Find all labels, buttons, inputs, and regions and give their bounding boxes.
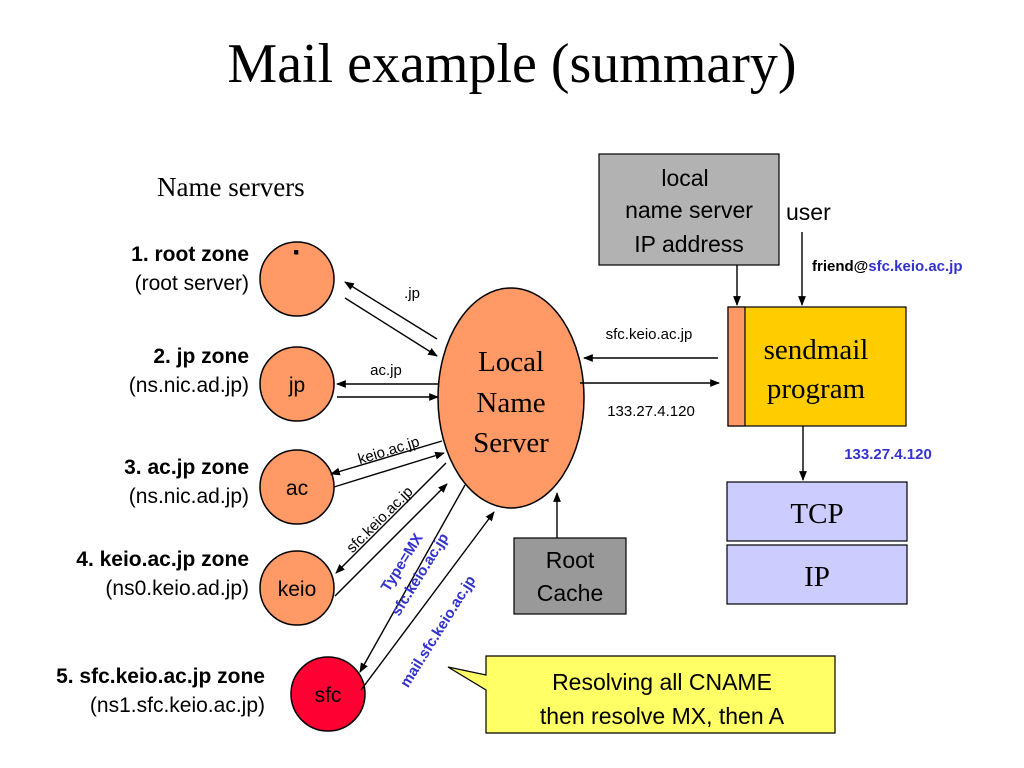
user-address-local: friend@ (812, 258, 868, 275)
arrow-lns-to-ac (330, 440, 443, 476)
lns-line-1: Local (478, 346, 544, 378)
arrow-root-to-lns (344, 297, 438, 357)
root-cache: Root Cache (513, 537, 627, 615)
local-ns-ip-rect (598, 153, 780, 266)
node-keio-label: keio (278, 578, 317, 601)
name-servers-heading: Name servers (157, 172, 305, 202)
zone-label-keio: 4. keio.ac.jp zone (ns0.keio.ad.jp) (76, 545, 249, 603)
label-root-referral: .jp (404, 285, 420, 302)
root-cache-line-2: Cache (537, 580, 603, 606)
node-jp-circle (259, 346, 335, 422)
zone-label-ac: 3. ac.jp zone (ns.nic.ad.jp) (124, 453, 249, 511)
zone-title: 3. ac.jp zone (124, 456, 249, 479)
callout-bubble (447, 655, 836, 734)
zone-label-jp: 2. jp zone (ns.nic.ad.jp) (129, 342, 249, 400)
node-sfc-circle (290, 656, 366, 732)
node-ac-label: ac (286, 477, 308, 500)
tcp-label: TCP (790, 498, 843, 530)
zone-server: (ns1.sfc.keio.ac.jp) (89, 694, 265, 717)
node-sfc-label: sfc (315, 684, 342, 707)
zone-label-root: 1. root zone (root server) (131, 240, 249, 298)
arrow-lns-to-root (344, 281, 438, 340)
sendmail-rect (727, 306, 907, 427)
local-ns-ip-line-2: name server (625, 197, 753, 223)
local-ns-ip-line-1: local (661, 165, 708, 191)
lns-line-3: Server (473, 427, 549, 459)
label-query-to-lns: sfc.keio.ac.jp (606, 326, 693, 343)
node-sfc: sfc (290, 656, 366, 732)
ip-label: IP (804, 561, 830, 593)
zone-server: (root server) (134, 272, 249, 295)
sendmail-program: sendmail program (727, 306, 907, 427)
node-root-label: · (292, 236, 302, 269)
label-jp-referral: ac.jp (370, 362, 402, 379)
node-ac: ac (259, 449, 335, 525)
slide-title: Mail example (summary) (227, 33, 797, 95)
arrow-ac-to-lns (333, 451, 445, 488)
local-name-server: Local Name Server (437, 287, 585, 509)
user-address: friend@sfc.keio.ac.jp (812, 258, 963, 275)
zone-title: 1. root zone (131, 243, 249, 266)
label-answer-from-lns: 133.27.4.120 (607, 403, 695, 420)
arrow-lns-to-sfc (359, 484, 466, 673)
zone-title: 5. sfc.keio.ac.jp zone (56, 665, 265, 688)
zone-title: 2. jp zone (153, 345, 249, 368)
node-root-circle (259, 241, 335, 317)
resolver-tab (727, 306, 746, 427)
local-ns-ip-line-3: IP address (634, 231, 744, 257)
root-cache-rect (513, 537, 627, 615)
arrow-lns-to-keio (335, 462, 447, 574)
callout: Resolving all CNAME then resolve MX, the… (447, 655, 836, 734)
sendmail-line-1: sendmail (764, 334, 869, 366)
ip-layer (726, 544, 908, 605)
arrow-keio-to-lns (334, 483, 448, 597)
arrow-sfc-to-lns (360, 511, 495, 691)
lns-line-2: Name (476, 387, 545, 419)
protocol-stack: TCP IP (726, 481, 908, 605)
zone-server: (ns.nic.ad.jp) (128, 374, 249, 397)
sendmail-line-2: program (767, 373, 866, 405)
node-root: · (259, 236, 335, 317)
node-keio: keio (259, 550, 335, 626)
callout-line-1: Resolving all CNAME (552, 669, 772, 695)
user-label: user (786, 199, 831, 225)
zone-server: (ns.nic.ad.jp) (128, 485, 249, 508)
zone-label-sfc: 5. sfc.keio.ac.jp zone (ns1.sfc.keio.ac.… (56, 662, 265, 720)
zone-title: 4. keio.ac.jp zone (76, 548, 249, 571)
tcp-layer (726, 481, 908, 542)
node-jp: jp (259, 346, 335, 422)
label-connect-ip: 133.27.4.120 (844, 446, 932, 463)
node-jp-label: jp (288, 374, 305, 397)
local-ns-ip-box: local name server IP address (598, 153, 780, 266)
node-keio-circle (259, 550, 335, 626)
callout-line-2: then resolve MX, then A (540, 703, 785, 729)
root-cache-line-1: Root (546, 547, 595, 573)
zone-server: (ns0.keio.ad.jp) (105, 577, 249, 600)
user-address-domain: sfc.keio.ac.jp (868, 258, 962, 275)
